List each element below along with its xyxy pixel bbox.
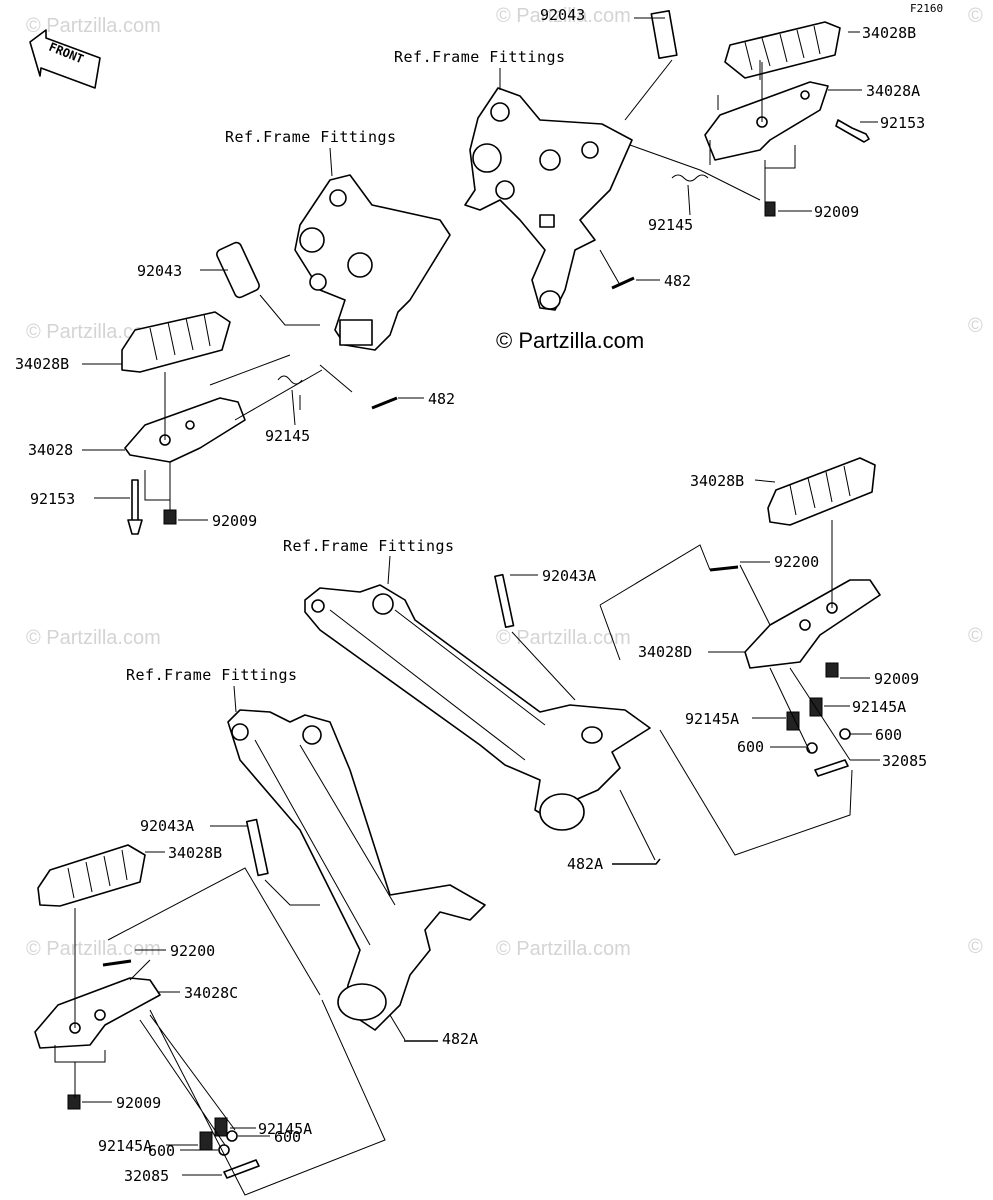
- part-number-label: 92200: [774, 553, 819, 571]
- part-number-label: 92153: [30, 490, 75, 508]
- ref-frame-label: Ref.Frame Fittings: [394, 48, 566, 66]
- part-number-label: 34028D: [638, 643, 692, 661]
- part-number-label: 92043A: [140, 817, 194, 835]
- part-number-label: 34028: [28, 441, 73, 459]
- part-number-label: 32085: [882, 752, 927, 770]
- part-number-label: 482: [664, 272, 691, 290]
- part-number-label: 92153: [880, 114, 925, 132]
- part-number-label: 92200: [170, 942, 215, 960]
- part-number-label: 482A: [442, 1030, 478, 1048]
- assembly-rear-right: [464, 9, 870, 311]
- part-number-label: 34028C: [184, 984, 238, 1002]
- assembly-rear-left: [121, 174, 451, 535]
- bolt-icon: [825, 662, 839, 678]
- spring-icon: [214, 1117, 228, 1137]
- part-number-label: 34028B: [690, 472, 744, 490]
- part-number-label: 92145: [265, 427, 310, 445]
- assembly-front-right: [304, 457, 881, 861]
- watermark: © Partzilla.com: [26, 938, 161, 960]
- ref-frame-label: Ref.Frame Fittings: [225, 128, 397, 146]
- callouts-front-right: Ref.Frame Fittings 34028B 92200 92043A 3…: [283, 472, 927, 873]
- part-number-label: 34028B: [168, 844, 222, 862]
- watermark-symbol: ©: [968, 625, 983, 647]
- watermark: © Partzilla.com: [26, 627, 161, 649]
- footpeg-rubber: [724, 21, 841, 79]
- frame-fitting-arm: [227, 709, 486, 1031]
- stopper-bolt-icon: [127, 479, 143, 535]
- spring-icon: [786, 711, 800, 731]
- part-number-label: 92043: [540, 6, 585, 24]
- cotter-pin-icon: [371, 396, 398, 410]
- spring-icon: [277, 375, 303, 385]
- bolt-icon: [163, 509, 177, 525]
- part-number-label: 32085: [124, 1167, 169, 1185]
- ref-frame-label: Ref.Frame Fittings: [126, 666, 298, 684]
- part-number-label: 92009: [874, 670, 919, 688]
- ref-frame-label: Ref.Frame Fittings: [283, 537, 455, 555]
- pin-92043: [650, 9, 678, 60]
- callouts-front-left: Ref.Frame Fittings 92043A 34028B 92200 3…: [82, 666, 478, 1185]
- part-number-label: 600: [274, 1128, 301, 1146]
- plate-icon: [223, 1159, 260, 1179]
- cotter-pin-icon: [611, 276, 635, 290]
- part-number-label: 482A: [567, 855, 603, 873]
- copyright-text: © Partzilla.com: [496, 328, 644, 353]
- part-number-label: 482: [428, 390, 455, 408]
- part-number-label: 92009: [814, 203, 859, 221]
- watermark-symbol: ©: [968, 315, 983, 337]
- ball-icon: [226, 1130, 238, 1142]
- frame-fitting-arm: [304, 584, 651, 821]
- pin-92043A: [494, 573, 515, 629]
- part-number-label: 92009: [116, 1094, 161, 1112]
- part-number-label: 92043A: [542, 567, 596, 585]
- part-number-label: 600: [737, 738, 764, 756]
- footpeg-rubber: [767, 457, 876, 526]
- footpeg-rubber: [37, 844, 146, 907]
- pin-92043: [216, 241, 260, 299]
- spring-icon: [671, 174, 709, 182]
- callouts-rear-right: 92043 34028B 34028A 92153 92145 92009 48…: [394, 6, 925, 353]
- bolt-icon: [764, 201, 776, 217]
- watermark: © Partzilla.com: [496, 938, 631, 960]
- pin-92043A: [245, 818, 269, 877]
- part-number-label: 92043: [137, 262, 182, 280]
- watermark: © Partzilla.com: [26, 15, 161, 37]
- part-number-label: 92009: [212, 512, 257, 530]
- footpeg-34028: [124, 397, 246, 463]
- assembly-front-left: [34, 709, 486, 1196]
- watermark-symbol: ©: [968, 936, 983, 958]
- part-number-label: 92145A: [852, 698, 906, 716]
- part-number-label: 34028B: [15, 355, 69, 373]
- part-number-label: 600: [148, 1142, 175, 1160]
- part-number-label: 34028B: [862, 24, 916, 42]
- part-number-label: 92145A: [685, 710, 739, 728]
- part-number-label: 92145A: [258, 1120, 312, 1138]
- watermark: © Partzilla.com: [496, 5, 631, 27]
- bolt-icon: [67, 1094, 81, 1110]
- footpeg-34028D: [744, 579, 881, 669]
- callouts-rear-left: Ref.Frame Fittings 92043 34028B 482 9214…: [15, 128, 455, 530]
- part-number-label: 92145A: [98, 1137, 152, 1155]
- watermark: © Partzilla.com: [26, 321, 161, 343]
- part-number-label: 34028A: [866, 82, 920, 100]
- part-number-label: 92145: [648, 216, 693, 234]
- watermarks: © Partzilla.com © Partzilla.com © Partzi…: [26, 5, 983, 960]
- footpeg-rubber: [121, 311, 231, 373]
- front-arrow-icon: FRONT: [29, 29, 101, 89]
- figure-code: F2160: [910, 2, 943, 15]
- ball-icon: [839, 728, 851, 740]
- watermark: © Partzilla.com: [496, 627, 631, 649]
- stopper-bolt-icon: [835, 119, 870, 143]
- spring-icon: [199, 1131, 213, 1151]
- frame-fitting-bracket: [464, 87, 633, 311]
- plate-icon: [814, 759, 849, 777]
- part-number-label: 600: [875, 726, 902, 744]
- watermark-symbol: ©: [968, 5, 983, 27]
